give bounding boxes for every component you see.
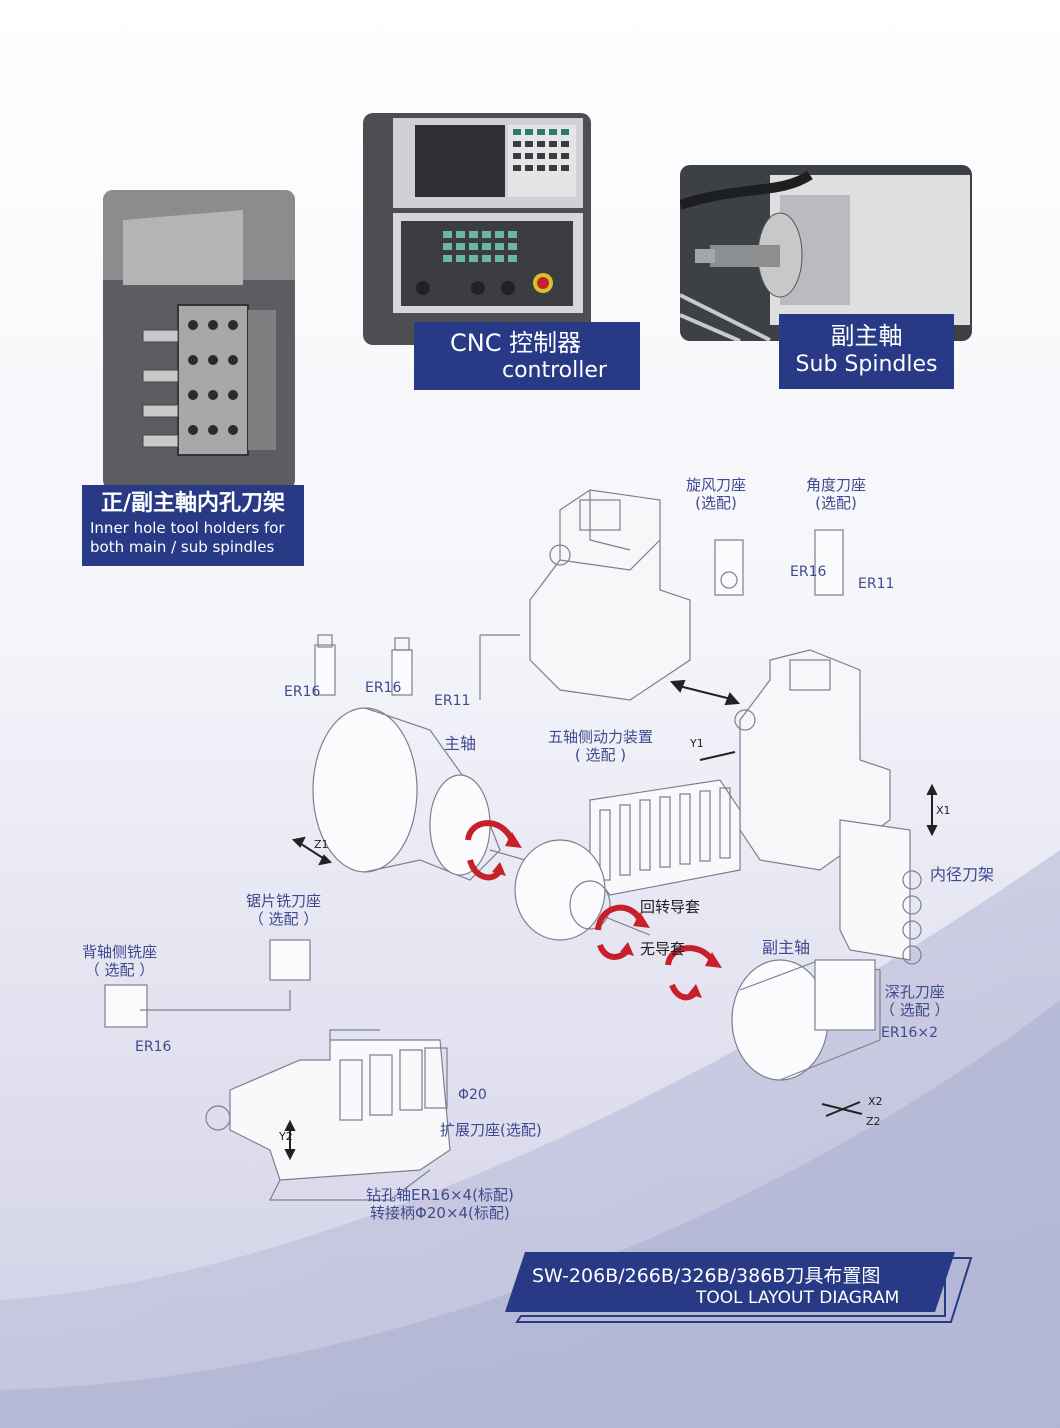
z1-axis-label: Z1 [314, 838, 329, 851]
y2-axis-label: Y2 [279, 1130, 293, 1143]
drill-spec-line1: 钻孔轴ER16×4(标配) [366, 1186, 514, 1204]
drill-spec-label: 钻孔轴ER16×4(标配) 转接柄Φ20×4(标配) [366, 1186, 514, 1222]
sub-spindle-photo [680, 165, 972, 341]
rotary-guide-label: 回转导套 [640, 898, 701, 916]
inner-holder-badge: 正/副主軸内孔刀架 Inner hole tool holders for bo… [82, 485, 304, 566]
saw-holder-optional: （ 选配 ） [248, 910, 319, 928]
sub-spindle-title: 副主軸 [830, 322, 903, 350]
saw-holder-title: 锯片铣刀座 [246, 892, 322, 910]
no-guide-label: 无导套 [640, 940, 686, 958]
inner-holder-title: 正/副主軸内孔刀架 [100, 491, 286, 516]
whirl-holder-title: 旋风刀座 [686, 476, 747, 494]
er11-angle: ER11 [858, 576, 895, 592]
er16-left-1: ER16 [284, 684, 321, 700]
footer-subtitle: TOOL LAYOUT DIAGRAM [696, 1288, 900, 1308]
drill-spec-line2: 转接柄Φ20×4(标配) [370, 1204, 510, 1222]
cnc-title: CNC 控制器 [450, 329, 582, 357]
deep-hole-label: 深孔刀座 （ 选配 ） [880, 983, 950, 1019]
extension-holder-label: 扩展刀座(选配) [440, 1121, 542, 1139]
footer-title: SW-206B/266B/326B/386B刀具布置图 [532, 1265, 881, 1287]
y1-axis-label: Y1 [690, 737, 704, 750]
back-milling-title: 背轴侧铣座 [82, 943, 158, 961]
inner-holder-en2: both main / sub spindles [90, 538, 275, 556]
cnc-photo [363, 113, 591, 345]
back-milling-label: 背轴侧铣座 （ 选配 ） [82, 943, 157, 979]
deep-hole-er: ER16×2 [881, 1025, 939, 1041]
whirl-holder-label: 旋风刀座 (选配) [686, 476, 746, 512]
five-axis-label: 五轴侧动力装置 ( 选配 ) [548, 728, 653, 764]
er11-left: ER11 [434, 693, 471, 709]
deep-hole-title: 深孔刀座 [884, 983, 945, 1001]
inner-holder-en1: Inner hole tool holders for [90, 519, 285, 537]
cnc-badge: CNC 控制器 controller [414, 322, 640, 390]
phi20-label: Φ20 [458, 1087, 487, 1103]
inner-holder-photo [103, 190, 295, 490]
angle-holder-label: 角度刀座 (选配) [806, 476, 866, 512]
inner-rack-label: 内径刀架 [930, 865, 995, 884]
x2-axis-label: X2 [868, 1095, 883, 1108]
five-axis-title: 五轴侧动力装置 [548, 728, 654, 746]
angle-holder-optional: (选配) [815, 494, 857, 512]
sub-spindle-subtitle: Sub Spindles [795, 352, 938, 377]
five-axis-optional: ( 选配 ) [574, 746, 627, 764]
cnc-subtitle: controller [502, 358, 607, 383]
footer-banner-shape [505, 1252, 973, 1323]
sub-spindle-badge: 副主軸 Sub Spindles [779, 314, 954, 389]
x1-axis-label: X1 [936, 804, 951, 817]
saw-holder-label: 锯片铣刀座 （ 选配 ） [246, 892, 321, 928]
deep-hole-optional: （ 选配 ） [880, 1001, 950, 1019]
er16-back: ER16 [135, 1039, 172, 1055]
z2-axis-label: Z2 [866, 1115, 881, 1128]
whirl-holder-optional: (选配) [695, 494, 737, 512]
er16-left-2: ER16 [365, 680, 402, 696]
tool-layout-drawing [104, 489, 938, 1201]
back-milling-optional: （ 选配 ） [84, 961, 155, 979]
sub-spindle-label: 副主轴 [762, 938, 811, 957]
er16-angle: ER16 [790, 564, 827, 580]
angle-holder-title: 角度刀座 [806, 476, 867, 494]
main-spindle-label: 主轴 [444, 734, 477, 753]
